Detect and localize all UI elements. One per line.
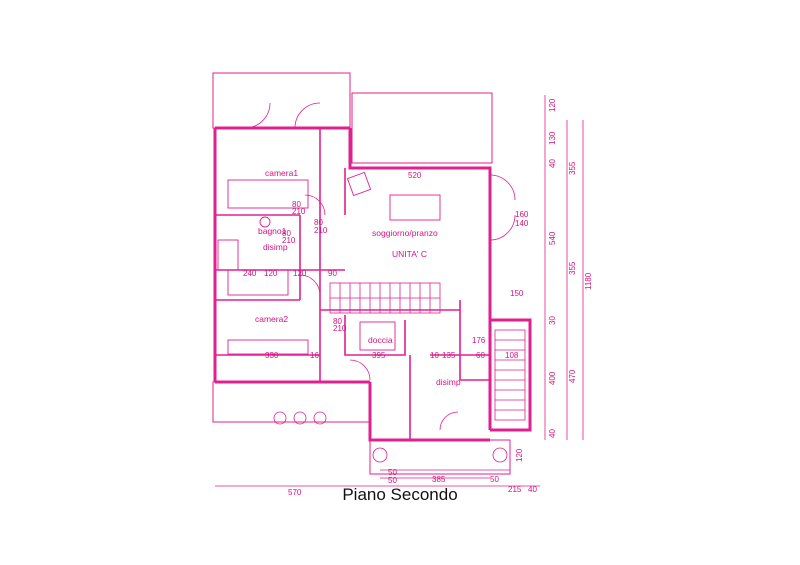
- dim-bottom-50b: 50: [490, 475, 499, 484]
- dim-210a: 210: [292, 207, 306, 216]
- dim-16: 16: [310, 351, 319, 360]
- door-swings: [244, 102, 516, 431]
- dim-right-2: 40: [548, 159, 557, 168]
- dim-right-11: 120: [515, 448, 524, 462]
- dim-bottom-40: 40: [528, 485, 537, 494]
- dim-108: 60: [476, 351, 485, 360]
- roof-left: [212, 72, 351, 129]
- dim-right-4: 540: [548, 231, 557, 245]
- dim-210c: 210: [282, 236, 296, 245]
- dim-135: 135: [442, 351, 456, 360]
- dim-right-6: 1180: [584, 272, 593, 290]
- dim-80a: 80: [292, 200, 301, 209]
- room-label-doccia: doccia: [368, 335, 393, 345]
- floor-caption: Piano Secondo: [342, 485, 458, 504]
- dim-right-7: 30: [548, 316, 557, 325]
- dim-right-1: 130: [548, 131, 557, 145]
- roof-right: [351, 92, 493, 164]
- shower-tray: [359, 321, 396, 351]
- dim-right-5: 355: [568, 261, 577, 275]
- room-label-disimp2: disimp: [436, 377, 461, 387]
- dim-80b: 80: [314, 218, 323, 227]
- dimension-lines-bottom: [215, 469, 540, 487]
- dim-80d: 80: [333, 317, 342, 326]
- kitchen-unit: [217, 239, 239, 271]
- dim-bottom-50c: 50: [388, 476, 397, 485]
- room-label-camera1: camera1: [265, 168, 298, 178]
- dim-bottom-385: 385: [432, 475, 446, 484]
- dim-120a: 120: [293, 269, 307, 278]
- dim-60: 176: [472, 336, 486, 345]
- room-label-unita: UNITA' C: [392, 249, 427, 259]
- dimension-lines-right: [544, 95, 584, 440]
- dim-120b: 120: [264, 269, 278, 278]
- dim-160: 160: [515, 210, 529, 219]
- dim-520: 520: [408, 171, 422, 180]
- room-label-bagno1: bagno1: [258, 226, 287, 236]
- dim-10: 10: [430, 351, 439, 360]
- dim-right-10: 40: [548, 429, 557, 438]
- exterior-walls: [213, 126, 532, 442]
- bed-camera2: [227, 269, 289, 296]
- dim-330: 330: [265, 351, 279, 360]
- interior-walls: [215, 128, 490, 440]
- dim-bottom-570: 570: [288, 488, 302, 497]
- dim-140: 140: [515, 219, 529, 228]
- dim-bottom-215: 215: [508, 485, 522, 494]
- sink: [259, 216, 271, 228]
- dimension-texts-right: 120 130 40 355 540 355 1180 30 400 470 4…: [515, 98, 593, 462]
- dim-120c: 108: [505, 351, 519, 360]
- dim-right-8: 400: [548, 371, 557, 385]
- plant-pots: [273, 411, 508, 463]
- room-label-soggiorno: soggiorno/pranzo: [372, 228, 438, 238]
- room-label-camera2: camera2: [255, 314, 288, 324]
- room-label-disimp1: disimp: [263, 242, 288, 252]
- bed-camera1: [227, 179, 309, 209]
- dim-210b: 210: [314, 226, 328, 235]
- dim-395: 395: [372, 351, 386, 360]
- dim-90: 90: [328, 269, 337, 278]
- dimension-texts-interior: 520 160 140 80 210 80 210 80 210 240 120…: [243, 171, 529, 360]
- dim-bottom-50a: 50: [388, 468, 397, 477]
- dim-right-0: 120: [548, 98, 557, 112]
- terrace-bottom-left: [212, 381, 371, 423]
- table-soggiorno: [389, 194, 441, 221]
- wardrobe: [227, 339, 309, 355]
- dimension-texts-bottom: 570 215 40 385 50 50 50: [288, 468, 537, 497]
- dim-150: 150: [510, 289, 524, 298]
- dim-80c: 80: [282, 229, 291, 238]
- furniture: [217, 171, 441, 355]
- dim-right-3: 355: [568, 161, 577, 175]
- armchair: [346, 171, 372, 197]
- dim-210d: 210: [333, 324, 347, 333]
- staircase: [329, 282, 526, 421]
- dim-240: 240: [243, 269, 257, 278]
- dim-right-9: 470: [568, 369, 577, 383]
